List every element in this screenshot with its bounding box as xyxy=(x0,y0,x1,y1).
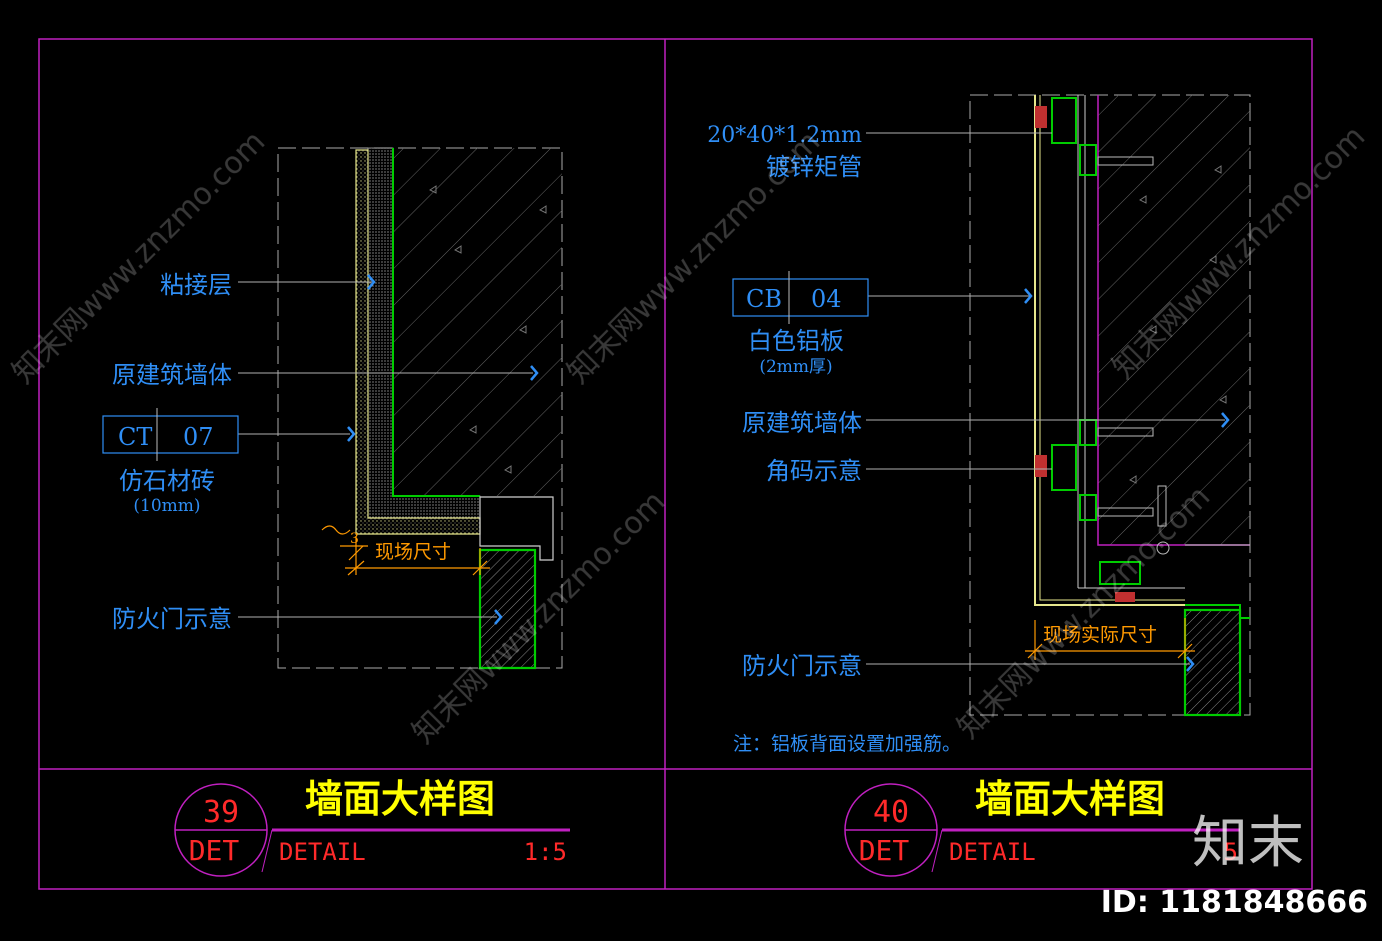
watermark-logo: 知末 xyxy=(1192,811,1304,876)
dimension-label-39: 现场尺寸 xyxy=(375,541,451,563)
dimension-label-40: 现场实际尺寸 xyxy=(1043,624,1157,646)
watermark-id: ID: 1181848666 xyxy=(1101,885,1368,920)
material-num-40: 04 xyxy=(811,285,842,313)
label-adhesive: 粘接层 xyxy=(160,271,232,299)
label-fire-door-39: 防火门示意 xyxy=(112,605,232,633)
arrow-icon xyxy=(494,609,503,625)
material-tag-cb04 xyxy=(732,278,869,317)
material-code-39: CT xyxy=(118,423,152,451)
detail-tag-40: DET xyxy=(859,834,910,867)
label-bracket: 角码示意 xyxy=(766,457,862,485)
detail-title-39: 墙面大样图 xyxy=(305,777,495,821)
arrow-icon xyxy=(1186,656,1195,672)
detail-scale-39: 1:5 xyxy=(524,838,567,866)
material-tag-ct07 xyxy=(102,415,239,454)
detail-title-40: 墙面大样图 xyxy=(975,777,1165,821)
detail-scale-40: 5 xyxy=(1224,838,1238,866)
detail-number-39: 39 xyxy=(203,795,239,830)
detail-39-leaders xyxy=(238,281,533,618)
watermark-site-1: 知末网www.znzmo.com xyxy=(6,124,272,390)
sheet-frame xyxy=(38,38,1313,890)
material-code-40: CB xyxy=(746,285,782,313)
detail-40-arrows xyxy=(1024,288,1230,672)
detail-subtitle-40: DETAIL xyxy=(949,838,1036,866)
material-thk-39: (10mm) xyxy=(133,496,200,516)
material-name-40: 白色铝板 xyxy=(748,327,844,355)
dimension-small-39: 3 xyxy=(350,531,359,547)
arrow-icon xyxy=(367,274,376,290)
detail-39-drawing xyxy=(277,147,563,670)
label-tube-size: 20*40*1.2mm xyxy=(707,123,862,148)
detail-39-arrows xyxy=(347,274,539,625)
label-fire-door-40: 防火门示意 xyxy=(742,652,862,680)
title-block-39: 39 DET 墙面大样图 DETAIL 1:5 xyxy=(174,777,570,877)
arrow-icon xyxy=(530,365,539,381)
detail-number-40: 40 xyxy=(873,795,909,830)
arrow-icon xyxy=(347,426,356,442)
material-thk-40: (2mm厚) xyxy=(759,357,832,377)
detail-subtitle-39: DETAIL xyxy=(279,838,366,866)
material-num-39: 07 xyxy=(183,423,214,451)
label-tube-name: 镀锌矩管 xyxy=(766,153,862,181)
detail-40-leaders xyxy=(866,132,1225,665)
title-block-40: 40 DET 墙面大样图 DETAIL 5 xyxy=(844,777,1240,877)
arrow-icon xyxy=(1221,412,1230,428)
material-name-39: 仿石材砖 xyxy=(119,467,215,495)
detail-40-drawing xyxy=(969,94,1251,717)
label-wall-40: 原建筑墙体 xyxy=(742,409,862,437)
detail-tag-39: DET xyxy=(189,834,240,867)
label-wall-39: 原建筑墙体 xyxy=(112,361,232,389)
note-40: 注：铝板背面设置加强筋。 xyxy=(733,733,961,755)
arrow-icon xyxy=(1024,288,1033,304)
